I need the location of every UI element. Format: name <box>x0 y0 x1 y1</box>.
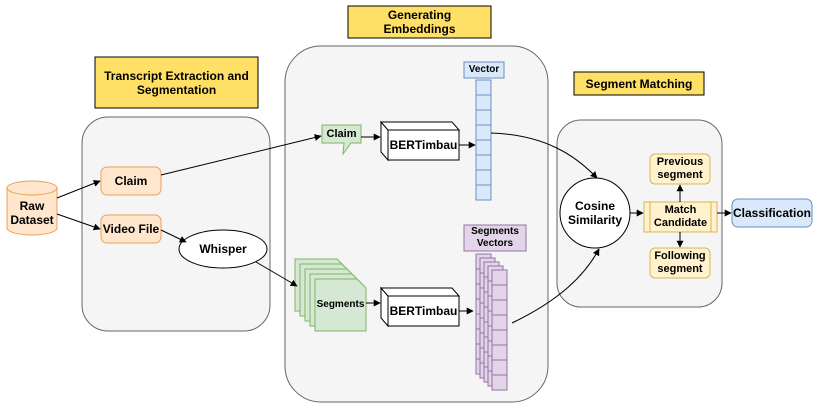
arrow-whisper-to-segments <box>255 261 298 287</box>
match-candidate-label: Match Candidate <box>653 204 708 229</box>
stage-title-transcript: Transcript Extraction and Segmentation <box>104 68 249 97</box>
bertimbau-top-label: BERTimbau <box>389 138 458 152</box>
classification-label: Classification <box>732 206 812 220</box>
claim-label: Claim <box>114 174 148 188</box>
stage-title-embeddings: Generating Embeddings <box>383 8 456 36</box>
arrow-dataset-to-claim <box>56 180 101 199</box>
bertimbau-bottom-box <box>379 286 461 328</box>
segments-vectors-label: Segments Vectors <box>471 226 519 249</box>
matching-title-box <box>573 71 705 96</box>
segments-vectors-stack <box>475 253 508 391</box>
whisper-label: Whisper <box>199 242 247 256</box>
previous-segment-box <box>649 153 711 185</box>
cosine-similarity-label: Cosine Similarity <box>567 199 623 227</box>
following-segment-label: Following segment <box>654 250 706 275</box>
segments-vectors-label-box <box>463 224 527 252</box>
bertimbau-top-box <box>379 120 461 162</box>
embeddings-panel <box>284 45 549 403</box>
arrow-claim-to-callout <box>160 134 322 176</box>
stage-title-matching: Segment Matching <box>585 76 693 91</box>
vector-column <box>475 79 492 201</box>
arrow-dataset-to-video <box>56 213 101 231</box>
following-segment-box <box>649 247 711 279</box>
segments-stack <box>294 258 367 332</box>
embeddings-title-box <box>347 5 492 39</box>
segments-label: Segments <box>316 299 365 310</box>
raw-dataset-cylinder <box>6 180 58 236</box>
bertimbau-bottom-label: BERTimbau <box>389 304 458 318</box>
claim-box <box>100 166 162 196</box>
raw-dataset-label: Raw Dataset <box>10 199 54 227</box>
video-file-box <box>100 214 162 244</box>
arrow-vector-to-cosine <box>490 132 598 179</box>
previous-segment-label: Previous segment <box>656 156 704 181</box>
video-file-label: Video File <box>102 222 160 236</box>
arrow-video-to-whisper <box>160 229 187 243</box>
claim-callout <box>321 124 362 156</box>
classification-box <box>731 198 813 228</box>
vector-label: Vector <box>468 64 500 75</box>
connectors <box>56 132 732 324</box>
transcript-title-box <box>94 56 259 109</box>
whisper-ellipse <box>178 229 268 269</box>
arrow-segvectors-to-cosine <box>511 248 600 324</box>
claim-callout-label: Claim <box>326 128 357 140</box>
vector-label-box <box>463 61 505 79</box>
